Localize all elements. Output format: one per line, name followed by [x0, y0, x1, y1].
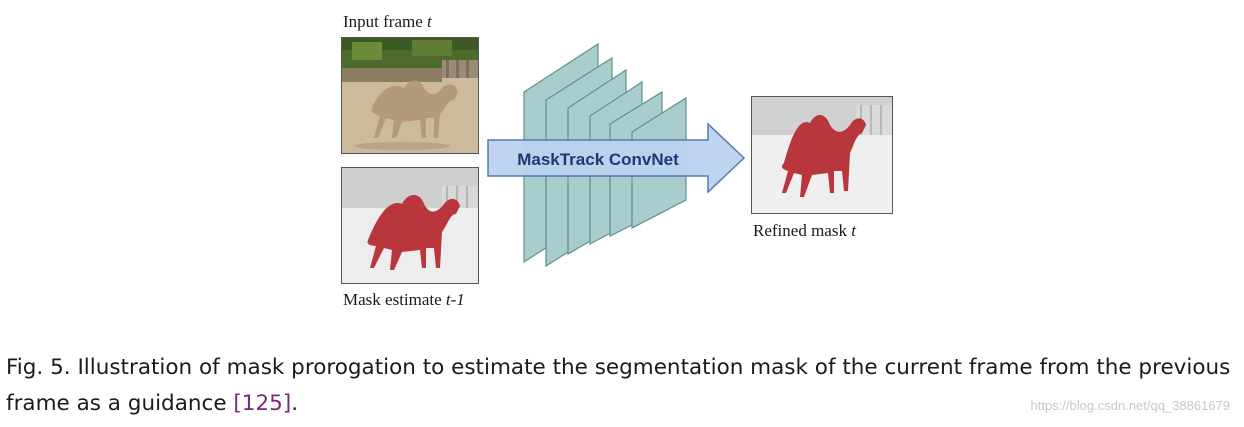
refined-mask-label: Refined mask t	[753, 221, 856, 241]
figure: Input frame t	[0, 0, 1244, 330]
caption-end: .	[291, 391, 298, 416]
masktrack-convnet-diagram: MaskTrack ConvNet	[480, 40, 750, 270]
input-frame-label: Input frame t	[343, 12, 432, 32]
mask-estimate-image	[341, 167, 479, 284]
refined-mask-image	[751, 96, 893, 214]
mask-estimate-label: Mask estimate t-1	[343, 290, 465, 310]
citation-link[interactable]: [125]	[233, 391, 291, 416]
watermark: https://blog.csdn.net/qq_38861679	[1031, 398, 1231, 413]
network-label: MaskTrack ConvNet	[517, 150, 679, 169]
input-frame-image	[341, 37, 479, 154]
